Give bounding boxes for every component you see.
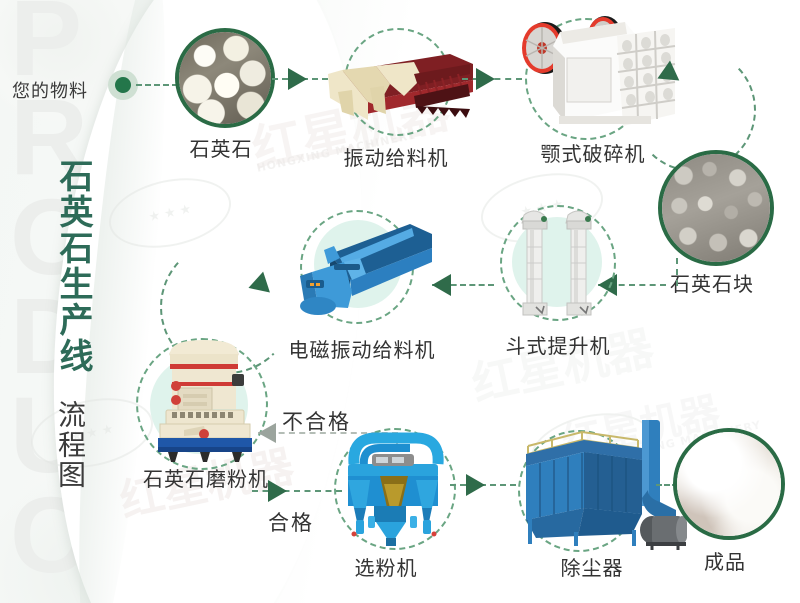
arrow-right-icon (288, 68, 307, 90)
node-dashed-ring (136, 338, 268, 470)
node-raw-quartz[interactable]: 石英石 (175, 28, 275, 178)
node-label: 斗式提升机 (505, 334, 611, 358)
node-quartz-chunks[interactable]: 石英石块 (658, 150, 774, 310)
page-subtitle: 流程图 (54, 400, 87, 490)
start-material-label: 您的物料 (12, 81, 88, 102)
node-label: 选粉机 (354, 556, 418, 580)
node-finished-product[interactable]: 成品 (673, 428, 785, 583)
node-label: 石英石块 (670, 272, 754, 296)
crushed-gravel-photo (658, 150, 774, 266)
node-dashed-ring (334, 428, 456, 550)
node-bucket-elevator[interactable]: 斗式提升机 (488, 195, 628, 360)
node-label: 颚式破碎机 (540, 142, 646, 166)
wm-letter: R (10, 76, 88, 198)
dust-collector-icon (512, 412, 688, 552)
arrow-right-icon (476, 68, 495, 90)
node-quartz-grinding-mill[interactable]: 石英石磨粉机 (128, 330, 288, 491)
arrow-left-gray-icon (258, 423, 276, 443)
node-label: 成品 (704, 550, 746, 574)
node-label: 除尘器 (560, 556, 624, 580)
electromagnetic-vibrating-feeder-icon (282, 214, 442, 324)
connector-start (136, 84, 178, 86)
connector-4 (598, 284, 666, 286)
connector-pass (252, 490, 342, 492)
white-powder-photo (673, 428, 785, 540)
arrow-right-icon (466, 474, 485, 496)
node-label: 石英石 (189, 137, 253, 161)
reject-label: 不合格 (282, 410, 351, 434)
node-label: 电磁振动给料机 (288, 338, 436, 362)
raymond-mill-icon (142, 334, 266, 464)
connector-reject (258, 432, 398, 434)
page-title: 石英石生产线 (53, 158, 93, 374)
node-label: 石英石磨粉机 (143, 467, 269, 491)
wm-letter: P (10, 0, 82, 98)
green-dot-icon (108, 70, 138, 100)
node-vibrating-feeder[interactable]: 振动给料机 (318, 22, 478, 182)
connector-8 (656, 484, 686, 486)
bucket-elevator-icon (506, 203, 614, 323)
node-electromagnetic-feeder[interactable]: 电磁振动给料机 (272, 196, 452, 362)
arrow-right-icon (268, 480, 287, 502)
node-dust-collector[interactable]: 除尘器 (512, 412, 688, 582)
connector-5 (432, 284, 494, 286)
node-powder-classifier[interactable]: 选粉机 (328, 424, 463, 584)
node-dashed-ring (500, 205, 616, 321)
powder-classifier-icon (330, 424, 456, 549)
vibrating-feeder-icon (318, 40, 478, 130)
quartz-rock-photo (175, 28, 275, 128)
arrow-left-icon (432, 274, 451, 296)
pass-label: 合格 (268, 511, 314, 535)
connector-4-riser (676, 258, 678, 286)
node-label: 振动给料机 (343, 146, 449, 170)
